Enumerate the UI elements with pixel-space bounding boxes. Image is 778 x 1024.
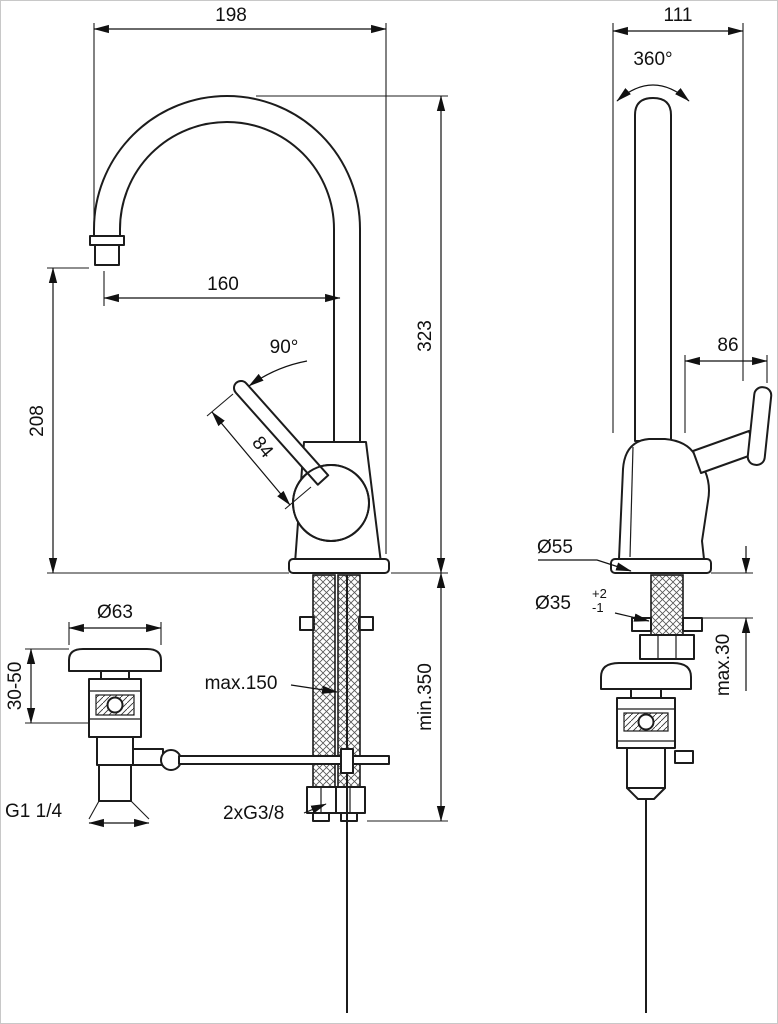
side-waste-body-lines	[617, 708, 675, 742]
side-popup-stub	[674, 750, 694, 764]
side-washer-tab-left	[631, 617, 652, 632]
spout-outlet-flange	[89, 235, 125, 246]
handle-ball-joint-outline	[292, 464, 370, 542]
dim-label-hole-tol-lower: -1	[592, 600, 604, 615]
side-waste-tailpiece	[626, 747, 666, 789]
side-waste-neck	[630, 688, 662, 699]
dim-label-hole-dia: Ø35	[535, 593, 571, 614]
swivel-arc	[616, 84, 690, 102]
spout-aerator	[94, 244, 120, 266]
hose-washer-tab-right	[358, 616, 374, 631]
hose-nipple-right	[340, 812, 358, 822]
inlet-thread-leader	[303, 803, 327, 814]
dim-label-spout-height: 208	[27, 405, 48, 437]
dim-label-hole-tol-upper: +2	[592, 586, 607, 601]
waste-neck	[100, 670, 130, 680]
waste-tailpiece	[98, 764, 132, 802]
side-waste-valve-detail	[637, 713, 655, 731]
handle-swing-arc	[248, 360, 308, 387]
rod-max-leader	[290, 684, 338, 694]
dim-label-base-dia: Ø55	[537, 537, 573, 558]
side-tailpiece-taper	[626, 787, 666, 800]
side-base-plate	[610, 558, 712, 574]
popup-branch	[132, 748, 164, 766]
base-plate	[288, 558, 390, 574]
dim-label-overall-depth: 111	[664, 5, 693, 26]
front-view: 198 323 208 160 90° 84 Ø63 30-50 max.150…	[5, 5, 448, 1013]
dim-label-spout-reach: 160	[207, 274, 239, 295]
waste-tee	[96, 736, 134, 766]
side-spout-column	[634, 97, 672, 442]
dim-label-mounting-range: 30-50	[5, 662, 26, 711]
waste-flange	[68, 648, 162, 672]
dim-label-waste-thread: G1 1/4	[5, 801, 62, 822]
dim-label-handle-length: 84	[247, 433, 277, 463]
hose-washer-tab-left	[299, 616, 315, 631]
dim-label-handle-reach: 86	[717, 335, 738, 356]
dim-label-overall-height: 323	[415, 320, 436, 352]
side-mounting-nut	[639, 634, 695, 660]
dim-label-waste-flange: Ø63	[97, 602, 133, 623]
side-body-seam	[629, 446, 634, 558]
spout-gooseneck-path	[93, 95, 361, 443]
hole-dia-leader	[614, 612, 650, 622]
base-dia-leader	[538, 559, 632, 572]
dim-label-hose-min: min.350	[415, 663, 436, 731]
side-waste-flange	[600, 662, 692, 690]
side-handle-grip	[746, 386, 773, 466]
dim-label-deck-max: max.30	[713, 634, 734, 696]
dim-label-rod-max: max.150	[205, 673, 278, 694]
side-nut-facets	[657, 635, 677, 659]
waste-valve-detail	[106, 696, 124, 714]
side-extension-lines	[612, 23, 768, 619]
dim-label-inlet-thread: 2xG3/8	[223, 803, 284, 824]
popup-link-bar	[178, 755, 390, 765]
side-view: 111 360° 86 Ø55 Ø35 +2 -1 max.30	[535, 5, 773, 1013]
dim-label-swivel: 360°	[633, 49, 672, 70]
front-extension-lines	[25, 23, 448, 822]
dim-label-overall-width: 198	[215, 5, 247, 26]
side-washer-tab-right	[682, 617, 703, 632]
hose-nipple-left	[312, 812, 330, 822]
dim-label-handle-swing: 90°	[270, 337, 299, 358]
popup-rod-clamp	[340, 748, 354, 774]
waste-body-lines	[89, 690, 141, 720]
side-body	[618, 438, 710, 560]
dim-handle-length	[211, 411, 291, 506]
